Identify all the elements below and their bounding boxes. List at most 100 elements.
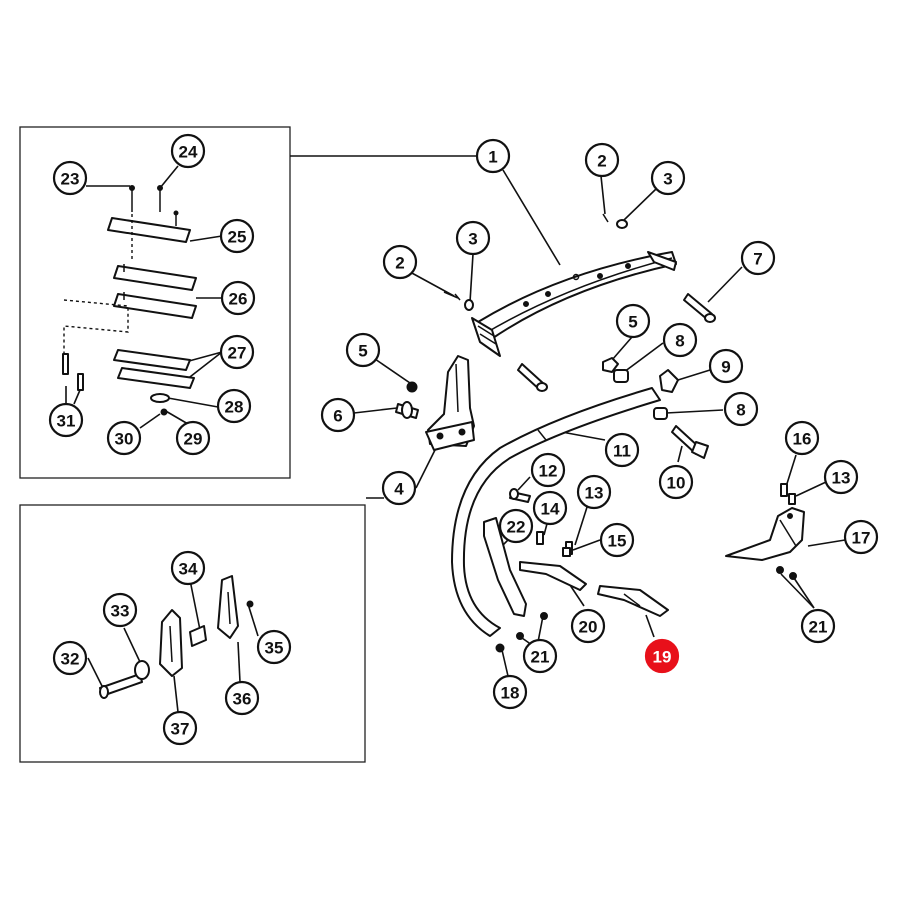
callout-9: 9 <box>708 348 744 384</box>
bolt-small-right <box>602 213 609 223</box>
callout-label: 13 <box>832 469 851 488</box>
inset-frame-bottom <box>19 504 366 763</box>
callout-36: 36 <box>224 680 260 716</box>
bolt-13-right <box>788 493 796 505</box>
callout-label: 21 <box>531 648 550 667</box>
callout-13: 13 <box>823 459 859 495</box>
callout-label: 3 <box>663 170 672 189</box>
callout-18: 18 <box>492 674 528 710</box>
callout-8: 8 <box>723 391 759 427</box>
callout-circle <box>843 519 879 555</box>
callout-3: 3 <box>455 220 491 256</box>
callout-label: 5 <box>358 342 367 361</box>
callout-label: 17 <box>852 529 871 548</box>
callout-label: 28 <box>225 398 244 417</box>
callout-circle <box>106 420 142 456</box>
callout-circle <box>170 550 206 586</box>
callout-circle <box>492 674 528 710</box>
callout-circle <box>170 133 206 169</box>
inset-frame-top <box>19 126 291 479</box>
callout-label: 36 <box>233 690 252 709</box>
callout-label: 34 <box>179 560 198 579</box>
callout-15: 15 <box>599 522 635 558</box>
tine-22 <box>483 517 527 617</box>
callout-14: 14 <box>532 490 568 526</box>
callout-5: 5 <box>345 332 381 368</box>
callout-10: 10 <box>658 464 694 500</box>
callout-label: 8 <box>736 401 745 420</box>
callout-37: 37 <box>162 710 198 746</box>
callout-label: 3 <box>468 230 477 249</box>
callout-circle <box>48 402 84 438</box>
callout-1: 1 <box>475 138 511 174</box>
bolt-12 <box>509 488 531 503</box>
callout-label: 16 <box>793 430 812 449</box>
callout-circle <box>175 420 211 456</box>
callout-circle <box>224 680 260 716</box>
callout-circle <box>650 160 686 196</box>
callout-circle <box>52 160 88 196</box>
callout-6: 6 <box>320 397 356 433</box>
bolt-14 <box>536 531 544 545</box>
callout-label: 26 <box>229 290 248 309</box>
main-frame-bar <box>471 251 677 357</box>
callout-24: 24 <box>170 133 206 169</box>
callout-label: 31 <box>57 412 76 431</box>
callout-2: 2 <box>584 142 620 178</box>
callout-31: 31 <box>48 402 84 438</box>
callout-label: 32 <box>61 650 80 669</box>
callout-label: 20 <box>579 618 598 637</box>
callout-4: 4 <box>381 470 417 506</box>
callout-circle <box>604 432 640 468</box>
callout-20: 20 <box>570 608 606 644</box>
pin-7 <box>683 293 716 323</box>
nut-18 <box>495 643 505 653</box>
callout-circle <box>475 138 511 174</box>
inset-top-bolts <box>129 185 179 416</box>
inset-top-guide-lines <box>63 214 133 366</box>
callout-circle <box>455 220 491 256</box>
nut-5-left <box>406 381 418 393</box>
callout-label: 13 <box>585 484 604 503</box>
inset-bottom-parts <box>99 575 254 699</box>
callout-circle <box>256 629 292 665</box>
sweep-17 <box>725 507 805 561</box>
callout-circle <box>823 459 859 495</box>
callout-label: 8 <box>675 332 684 351</box>
callout-label: 18 <box>501 684 520 703</box>
callout-21: 21 <box>800 608 836 644</box>
nut-21-right <box>776 566 797 580</box>
callout-label: 30 <box>115 430 134 449</box>
callout-circle <box>220 280 256 316</box>
callout-label: 1 <box>488 148 497 167</box>
bolt-6 <box>395 401 419 419</box>
nut-5-right <box>602 357 619 373</box>
callout-circle <box>740 240 776 276</box>
callout-7: 7 <box>740 240 776 276</box>
callout-label: 35 <box>265 639 284 658</box>
callout-circle <box>644 638 680 674</box>
callout-circle <box>584 142 620 178</box>
callout-label: 25 <box>228 228 247 247</box>
callout-29: 29 <box>175 420 211 456</box>
callout-circle <box>345 332 381 368</box>
callout-circle <box>216 388 252 424</box>
callout-label: 22 <box>507 518 526 537</box>
clamp-9 <box>659 369 679 393</box>
callout-circle <box>382 244 418 280</box>
callout-5: 5 <box>615 303 651 339</box>
callout-30: 30 <box>106 420 142 456</box>
mounting-bracket <box>425 355 475 451</box>
inset-top-pins <box>62 353 84 391</box>
shovel-19 <box>597 585 669 617</box>
callout-circle <box>615 303 651 339</box>
bolt-16 <box>780 483 788 497</box>
spring-tine <box>451 387 661 637</box>
callout-28: 28 <box>216 388 252 424</box>
callout-33: 33 <box>102 592 138 628</box>
callout-13: 13 <box>576 474 612 510</box>
callout-label: 37 <box>171 720 190 739</box>
callout-27: 27 <box>219 334 255 370</box>
